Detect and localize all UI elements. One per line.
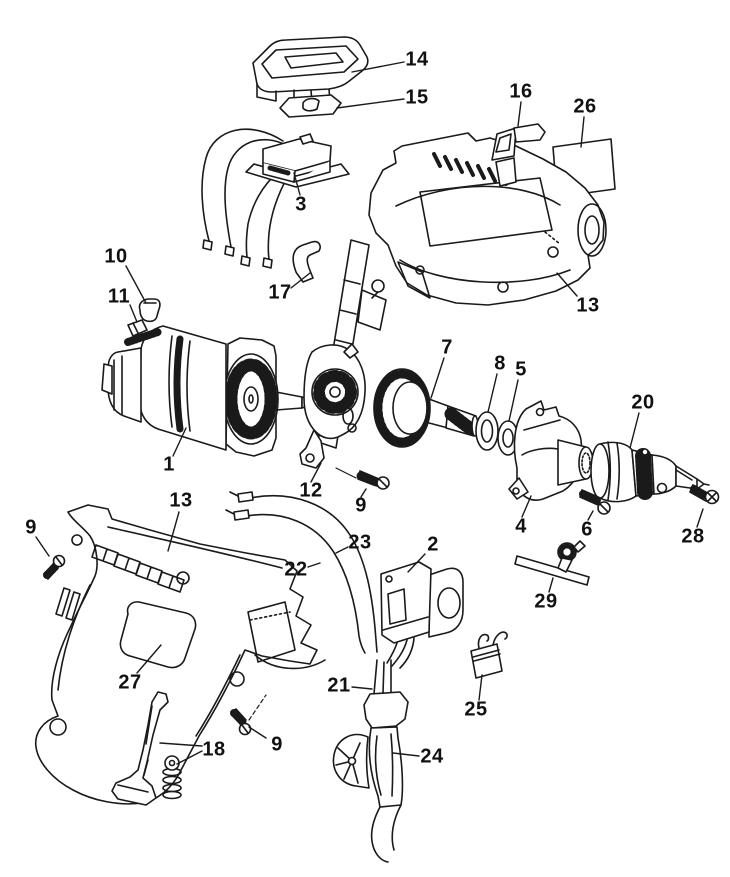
part-5-washer xyxy=(498,421,518,455)
part-28-screw xyxy=(690,485,719,504)
callout-21: 21 xyxy=(327,674,351,697)
callout-10: 10 xyxy=(104,245,128,268)
callout-26: 26 xyxy=(573,95,597,118)
callout-4: 4 xyxy=(515,515,527,538)
callout-12: 12 xyxy=(299,479,323,502)
callout-17: 17 xyxy=(268,281,292,304)
callout-14: 14 xyxy=(405,48,429,71)
part-4-gearbox xyxy=(509,401,593,500)
callout-27: 27 xyxy=(118,671,142,694)
part-20-chuck xyxy=(591,442,709,502)
part-16-latch xyxy=(492,124,545,186)
callout-25: 25 xyxy=(464,698,488,721)
callout-13-right: 13 xyxy=(576,294,600,317)
callout-9-left: 9 xyxy=(25,516,37,539)
part-7-gear-spindle xyxy=(374,369,478,447)
part-25-capacitor xyxy=(471,632,507,678)
callout-29: 29 xyxy=(534,590,558,613)
callout-20: 20 xyxy=(631,391,655,414)
part-8-washer xyxy=(476,412,498,450)
callout-16: 16 xyxy=(509,80,533,103)
callout-9-bottom: 9 xyxy=(271,733,283,756)
callout-22: 22 xyxy=(284,558,308,581)
part-13-left-housing xyxy=(36,505,325,804)
part-9-screw-middle xyxy=(336,468,389,489)
part-10-brush-cap xyxy=(139,299,159,321)
part-12-bearing-plate xyxy=(300,344,365,468)
part-3-wire-module xyxy=(202,129,349,268)
part-29-chuck-key xyxy=(515,541,589,585)
callout-24: 24 xyxy=(420,745,444,768)
part-18-lever-spring xyxy=(112,692,181,805)
part-15-plate xyxy=(280,95,341,117)
callout-28: 28 xyxy=(681,525,705,548)
part-14-switch-cover xyxy=(253,37,368,103)
callout-15: 15 xyxy=(405,86,429,109)
part-2-switch xyxy=(381,562,463,668)
part-21-cord xyxy=(374,660,391,694)
part-6-screw xyxy=(580,490,610,514)
part-9-screw-bottom xyxy=(231,695,266,735)
callout-6: 6 xyxy=(581,518,593,541)
part-24-cord-protector xyxy=(333,692,408,862)
part-13-right-housing xyxy=(369,133,606,305)
callout-2: 2 xyxy=(427,533,439,556)
part-17-clip xyxy=(293,242,320,282)
callout-3: 3 xyxy=(295,193,307,216)
callout-18: 18 xyxy=(202,738,226,761)
callout-1: 1 xyxy=(163,453,175,476)
callout-5: 5 xyxy=(515,358,527,381)
part-1-motor xyxy=(102,326,310,456)
callout-11: 11 xyxy=(107,285,131,308)
callout-8: 8 xyxy=(494,352,506,375)
callout-9-middle: 9 xyxy=(355,494,367,517)
part-9-screw-left xyxy=(44,556,65,580)
leader-lines xyxy=(36,62,703,764)
callout-7: 7 xyxy=(441,336,453,359)
callout-13-left: 13 xyxy=(169,489,193,512)
part-22-23-wires xyxy=(226,492,377,653)
callout-23: 23 xyxy=(348,531,372,554)
